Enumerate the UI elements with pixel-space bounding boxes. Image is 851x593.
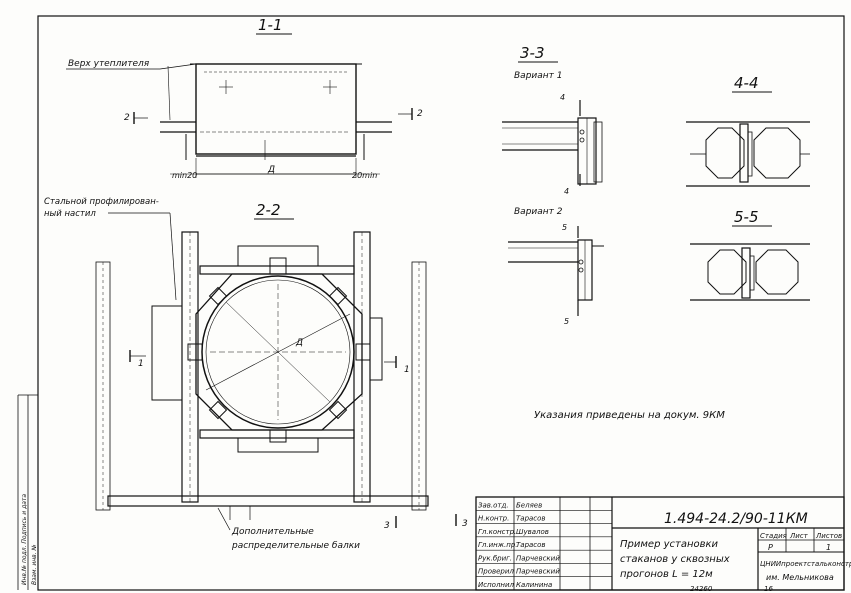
title-block-role: Зав.отд. xyxy=(478,501,509,509)
leader-line xyxy=(217,507,231,531)
cut-mark-3-left: 3 xyxy=(384,521,390,531)
title-block-role: Рук.бриг. xyxy=(478,554,512,562)
dim-d-circle: Д xyxy=(295,338,303,348)
label-insulation-top: Верх утеплителя xyxy=(68,59,150,69)
sheet-frame xyxy=(37,15,845,591)
title-block-name: Парчевский xyxy=(516,568,560,576)
label-deck-line1: Стальной профилирован- xyxy=(44,197,159,207)
title-block-role: Гл.инж.пр. xyxy=(478,541,518,549)
label-variant-2: Вариант 2 xyxy=(514,207,563,217)
sheets-label: Листов xyxy=(815,532,842,540)
title-line-1: Пример установки xyxy=(620,539,719,550)
cut-mark-1-right: 1 xyxy=(404,365,410,375)
title-block-name: Шувалов xyxy=(516,528,549,536)
cut-mark-4-bottom: 4 xyxy=(564,187,569,196)
side-stamp-text: Инв.№ подл. Подпись и дата xyxy=(21,494,28,585)
cut-mark-3-right: 3 xyxy=(462,519,468,529)
title-block-role: Гл.констр. xyxy=(478,528,516,536)
section-title-3-3: 3-3 xyxy=(520,44,545,62)
label-variant-1: Вариант 1 xyxy=(514,71,562,81)
label-extra-beams-line2: распределительные балки xyxy=(231,541,360,551)
title-block-name: Тарасов xyxy=(516,515,546,523)
title-block-name: Парчевский xyxy=(516,554,560,562)
bottom-code: 24260 xyxy=(690,585,713,593)
title-block-name: Тарасов xyxy=(516,541,546,549)
stage-value: Р xyxy=(768,543,773,552)
cut-mark-1-left: 1 xyxy=(138,359,144,369)
label-extra-beams-line1: Дополнительные xyxy=(231,527,314,537)
title-line-3: прогонов L = 12м xyxy=(620,569,713,580)
section-4-4-drawing xyxy=(686,121,810,187)
title-block-role: Исполнил xyxy=(478,581,515,589)
cut-mark-4-top: 4 xyxy=(560,93,565,102)
sheet-label: Лист xyxy=(789,532,809,540)
section-5-5-drawing xyxy=(690,243,810,301)
leader-line xyxy=(169,212,177,301)
title-block xyxy=(475,496,845,591)
doc-number: 1.494-24.2/90-11КМ xyxy=(664,511,808,527)
cut-mark-5-bottom: 5 xyxy=(564,317,569,326)
title-block-name: Калинина xyxy=(516,581,552,589)
section-title-4-4: 4-4 xyxy=(734,74,759,92)
section-1-1-drawing xyxy=(160,63,392,178)
cut-mark-5-top: 5 xyxy=(562,223,567,232)
org-line-2: им. Мельникова xyxy=(766,573,834,582)
section-3-3-variant1 xyxy=(502,100,603,186)
bottom-sheet: 16 xyxy=(764,585,773,593)
side-stamp-text-2: Взам. инв. № xyxy=(31,544,38,585)
dim-min20-left: min20 xyxy=(172,171,197,180)
label-deck-line2: ный настил xyxy=(44,209,96,219)
dim-d: Д xyxy=(267,165,275,175)
section-title-2-2: 2-2 xyxy=(256,201,281,219)
title-block-name: Беляев xyxy=(516,501,542,509)
title-block-role: Проверил xyxy=(478,568,514,576)
dim-min20-right: 20min xyxy=(352,171,377,180)
title-line-2: стаканов у сквозных xyxy=(620,554,730,565)
note-text: Указания приведены на докум. 9КМ xyxy=(534,410,725,421)
section-2-2-drawing xyxy=(95,231,429,520)
cut-mark-2-left: 2 xyxy=(124,113,130,123)
title-block-role: Н.контр. xyxy=(478,515,509,523)
section-title-1-1: 1-1 xyxy=(258,16,283,34)
stage-label: Стадия xyxy=(760,532,787,540)
cut-mark-2-right: 2 xyxy=(417,109,423,119)
sheets-value: 1 xyxy=(826,543,831,552)
org-line-1: ЦНИИпроектстальконструкция xyxy=(760,560,851,568)
leader-line xyxy=(159,63,197,70)
section-title-5-5: 5-5 xyxy=(734,208,759,226)
section-3-3-variant2 xyxy=(508,226,604,316)
